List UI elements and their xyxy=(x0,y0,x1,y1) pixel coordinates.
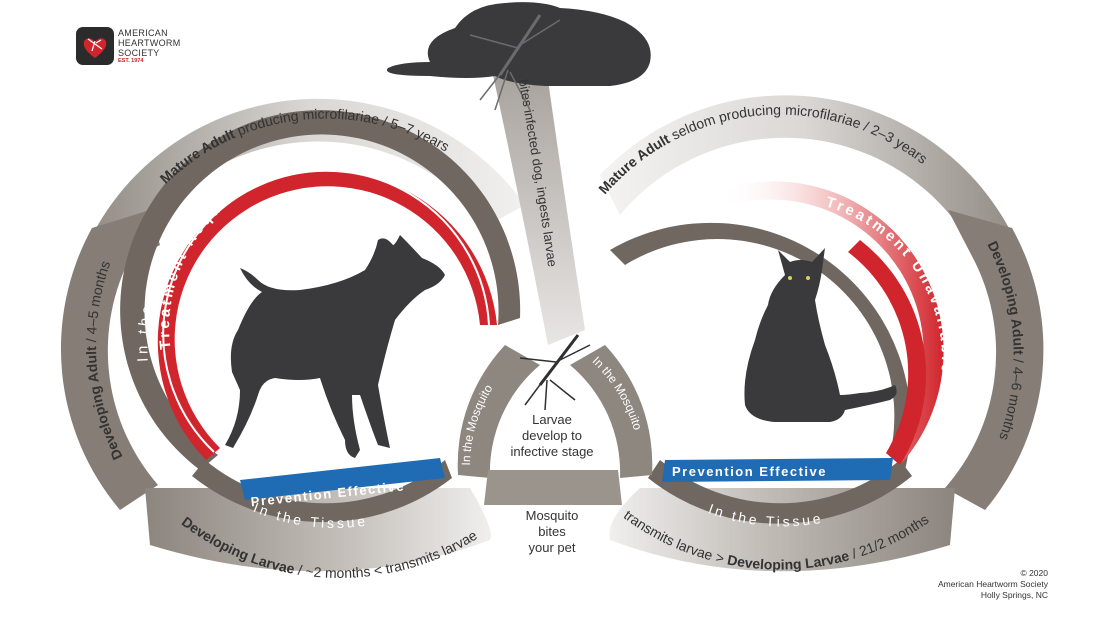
heart-mosquito-logo-icon xyxy=(76,27,114,65)
svg-text:your pet: your pet xyxy=(529,540,576,555)
ahs-logo: AMERICAN HEARTWORM SOCIETY EST. 1974 xyxy=(76,27,216,71)
center-left-mosquito-band xyxy=(457,345,540,478)
svg-text:infective stage: infective stage xyxy=(510,444,593,459)
cat-eye-left xyxy=(788,276,792,280)
svg-text:develop to: develop to xyxy=(522,428,582,443)
right-lifecycle-ring xyxy=(600,95,1044,572)
cat-silhouette xyxy=(744,248,897,422)
center-right-mosquito-band xyxy=(570,345,653,478)
left-tissue-band xyxy=(192,460,452,523)
left-lifecycle-ring xyxy=(60,98,525,572)
svg-text:Larvae: Larvae xyxy=(532,412,572,427)
top-ingest-band xyxy=(493,75,585,345)
right-developing-adult-band xyxy=(945,210,1044,510)
logo-est: EST. 1974 xyxy=(118,58,144,64)
right-tissue-band xyxy=(648,460,912,524)
svg-text:Mosquito: Mosquito xyxy=(526,508,579,523)
center-bottom-band xyxy=(484,470,622,505)
right-treatment-solid xyxy=(848,240,927,465)
dog-silhouette xyxy=(225,235,445,458)
right-mature-band xyxy=(600,95,1010,252)
mosquito-bites-text: Mosquito bites your pet xyxy=(526,508,579,555)
top-mosquito-icon xyxy=(469,14,561,111)
right-treatment-arc xyxy=(720,181,944,465)
left-developing-larvae-band xyxy=(145,488,491,572)
center-mosquito-icon xyxy=(519,334,591,411)
copyright-block: © 2020 American Heartworm Society Holly … xyxy=(937,568,1048,600)
cat-eye-right xyxy=(806,276,810,280)
right-prevention-band xyxy=(662,458,893,482)
larvae-develop-text: Larvae develop to infective stage xyxy=(510,412,593,459)
svg-text:bites: bites xyxy=(538,524,566,539)
center-mosquito-zone xyxy=(457,345,653,505)
left-prevention-band xyxy=(240,458,445,500)
left-treatment-arc xyxy=(157,171,497,460)
right-developing-larvae-band xyxy=(609,488,955,572)
right-bloodstream-band xyxy=(610,222,911,470)
logo-wordmark: AMERICAN HEARTWORM SOCIETY xyxy=(118,28,181,58)
right-prevention-label: Prevention Effective xyxy=(672,464,827,479)
left-developing-adult-band xyxy=(60,210,160,510)
